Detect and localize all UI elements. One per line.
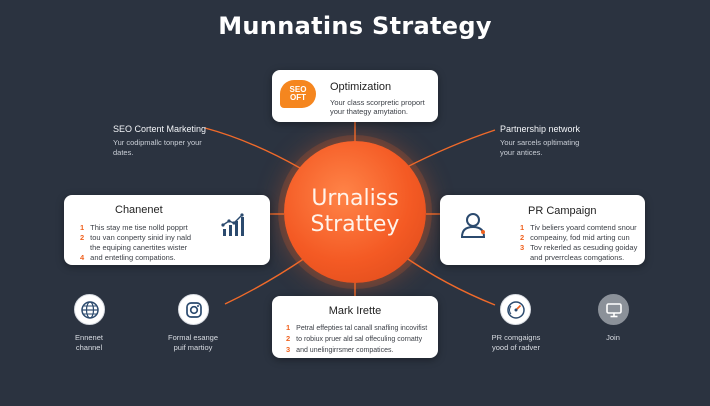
item-number: 1 (520, 223, 525, 232)
seo-content-desc: Yur codipmallc tonper your dates. (113, 138, 202, 158)
mark-item: 1 Petral effepties tal canall snafling in… (286, 323, 427, 334)
mark-item: 2 to robiux pruer ald sal offeculing corn… (286, 334, 427, 345)
join-label: Join (573, 333, 653, 343)
chanenet-title: Chanenet (115, 204, 163, 216)
pr-campaign-item: 3 Tov rekerled as cesuding goiday (520, 243, 637, 253)
hub-line-2: Strattey (310, 212, 400, 237)
seo-badge-icon: SEO OFT (280, 80, 316, 108)
central-hub[interactable]: Urnaliss Strattey (284, 141, 426, 283)
chanenet-item: the equiping canertites wister (80, 243, 191, 253)
ennenet-label: Ennenet channel (49, 333, 129, 353)
connector-formal (224, 257, 306, 305)
seo-content-title: SEO Cortent Marketing (113, 124, 207, 134)
chanenet-card[interactable]: Chanenet 1 This stay me tise nolld popprt… (64, 195, 270, 265)
item-text: Tiv beliers yoard comtend snour (530, 223, 637, 232)
partnership-line-1: Your sarcels opltimating (500, 138, 580, 147)
item-text: and entetling compations. (90, 253, 176, 262)
join-line-1: Join (606, 333, 620, 342)
item-number: 2 (520, 233, 525, 242)
connector-partnership (404, 129, 496, 169)
page-title: Munnatins Strategy (218, 12, 492, 40)
item-text: Tov rekerled as cesuding goiday (530, 243, 638, 252)
hub-line-1: Urnaliss (311, 186, 399, 211)
item-number: 1 (286, 323, 291, 332)
pr-campaign-item: 1 Tiv beliers yoard comtend snour (520, 223, 637, 233)
item-text: and prverrcleas comgations. (530, 253, 625, 262)
mark-title: Mark Irette (328, 305, 382, 317)
optimization-title: Optimization (330, 81, 392, 93)
item-number: 2 (80, 233, 85, 242)
monitor-icon[interactable] (598, 294, 629, 325)
item-text: compeainy, fod mid arting cun (530, 233, 630, 242)
partnership-desc: Your sarcels opltimating your antices. (500, 138, 579, 158)
partnership-title: Partnership network (500, 124, 581, 134)
item-number: 2 (286, 334, 291, 343)
item-number: 3 (286, 345, 291, 354)
user-icon (460, 213, 486, 238)
item-text: to robiux pruer ald sal offeculing corna… (296, 336, 423, 343)
chanenet-list: 1 This stay me tise nolld popprt 2 tou van… (80, 223, 191, 263)
item-text: tou van conperty sinid iny nald (90, 233, 192, 242)
pr-campaign-item: and prverrcleas comgations. (520, 253, 637, 263)
pr-campaign-card[interactable]: PR Campaign 1 Tiv beliers yoard comtend s… (440, 195, 645, 265)
pr-campaigns-line-2: yood of radver (492, 343, 540, 352)
connector-seo (204, 127, 301, 169)
ennenet-line-2: channel (75, 343, 103, 352)
optimization-line-1: Your class scorpretic proport (330, 98, 425, 107)
mark-card[interactable]: Mark Irette 1 Petral effepties tal canall… (272, 296, 438, 358)
optimization-line-2: your thategy amytation. (330, 107, 408, 116)
pr-campaign-item: 2 compeainy, fod mid arting cun (520, 233, 637, 243)
pr-campaigns-label: PR comgaigns yood of radver (476, 333, 556, 353)
pr-campaign-list: 1 Tiv beliers yoard comtend snour 2 compea… (520, 223, 637, 263)
partnership-line-2: your antices. (500, 148, 543, 157)
bar-chart-icon (221, 213, 244, 236)
item-text: This stay me tise nolld popprt (90, 223, 188, 232)
badge-line-1: SEO (289, 85, 307, 94)
item-text: Petral effepties tal canall snafling inc… (296, 325, 428, 332)
pr-campaigns-line-1: PR comgaigns (491, 333, 541, 342)
badge-line-2: OFT (290, 93, 306, 102)
formal-line-1: Formal esange (167, 333, 219, 342)
mark-list: 1 Petral effepties tal canall snafling in… (286, 323, 427, 356)
connector-pr-campaigns (401, 254, 496, 306)
globe-icon[interactable] (74, 294, 105, 325)
item-number: 1 (80, 223, 85, 232)
chanenet-item: 1 This stay me tise nolld popprt (80, 223, 191, 233)
formal-line-2: puif martioy (173, 343, 213, 352)
item-number: 4 (80, 253, 85, 262)
ennenet-line-1: Ennenet (75, 333, 103, 342)
instagram-icon[interactable] (178, 294, 209, 325)
seo-content-line-1: Yur codipmallc tonper your (113, 138, 202, 147)
item-text: the equiping canertites wister (90, 243, 188, 252)
chanenet-item: 2 tou van conperty sinid iny nald (80, 233, 191, 243)
formal-label: Formal esange puif martioy (153, 333, 233, 353)
item-text: and unelingirrsmer compatices. (296, 347, 394, 354)
pr-campaign-title: PR Campaign (528, 205, 597, 217)
item-number: 3 (520, 243, 525, 252)
seo-content-line-2: dates. (113, 148, 134, 157)
optimization-card[interactable]: SEO OFT Optimization Your class scorpret… (272, 70, 438, 122)
chanenet-item: 4 and entetling compations. (80, 253, 191, 263)
mark-item: 3 and unelingirrsmer compatices. (286, 345, 427, 356)
gauge-icon[interactable] (500, 294, 531, 325)
